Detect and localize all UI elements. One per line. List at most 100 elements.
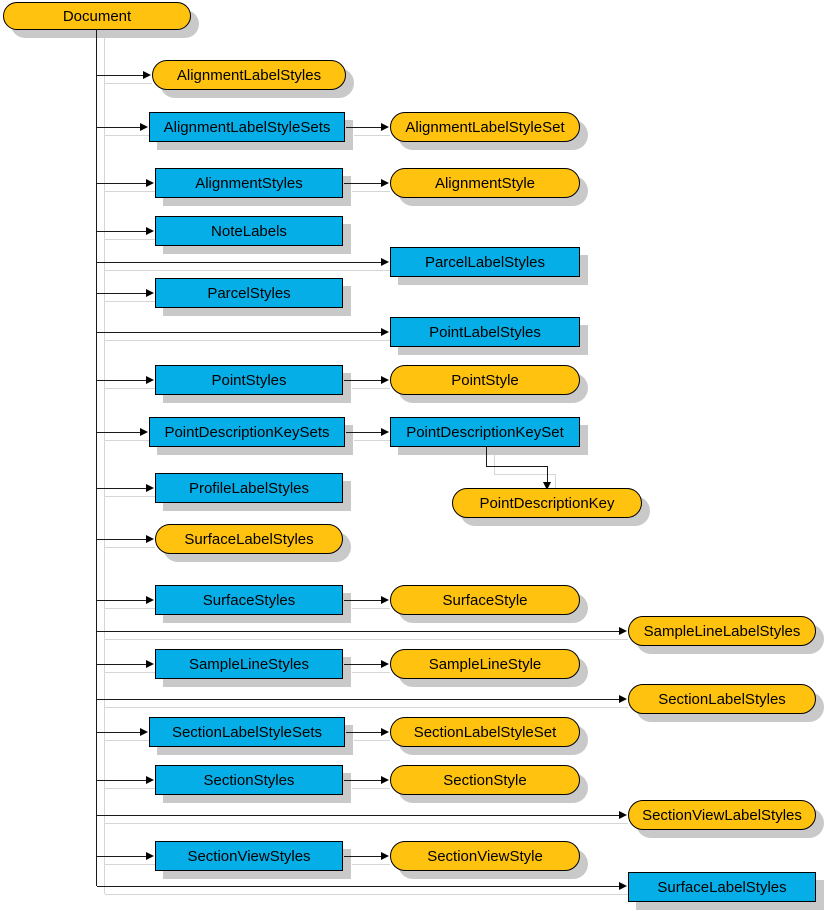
edge-line [547,466,548,483]
arrowhead-icon [381,258,389,266]
node-surfacestyles[interactable]: SurfaceStyles [155,585,343,615]
edge-line [97,539,147,540]
arrowhead-icon [619,882,627,890]
node-samplelinestyles[interactable]: SampleLineStyles [155,649,343,679]
edge-line-ghost [105,894,628,895]
arrowhead-icon [381,428,389,436]
node-sectionviewstyle[interactable]: SectionViewStyle [390,841,580,871]
arrowhead-icon [381,596,389,604]
arrowhead-icon [381,179,389,187]
node-sectionstyle[interactable]: SectionStyle [390,765,580,795]
node-pointdescriptionkey[interactable]: PointDescriptionKey [452,488,642,518]
edge-line-ghost [354,440,390,441]
node-label: AlignmentStyles [195,174,303,192]
edge-line [344,856,382,857]
node-label: SampleLineLabelStyles [643,622,801,640]
edge-line-ghost [105,639,628,640]
node-label: AlignmentLabelStyles [176,66,322,84]
edge-line [97,815,620,816]
node-notelabels[interactable]: NoteLabels [155,216,343,246]
edge-line [97,664,147,665]
edge-line [97,75,144,76]
node-parcelstyles[interactable]: ParcelStyles [155,278,343,308]
node-sectionviewlabelstyles[interactable]: SectionViewLabelStyles [628,800,816,830]
arrowhead-icon [146,535,154,543]
node-pointstyle[interactable]: PointStyle [390,365,580,395]
edge-line [97,780,147,781]
arrowhead-icon [146,660,154,668]
node-alignmentlabelstylesets[interactable]: AlignmentLabelStyleSets [149,112,345,142]
edge-line [344,183,382,184]
arrowhead-icon [146,289,154,297]
edge-line-ghost [555,474,556,488]
node-alignmentlabelstyleset[interactable]: AlignmentLabelStyleSet [390,112,580,142]
arrowhead-icon [619,811,627,819]
node-document[interactable]: Document [3,2,191,30]
node-label: NoteLabels [211,222,287,240]
edge-line-ghost [105,340,390,341]
edge-line [97,127,141,128]
node-parcellabelstyles[interactable]: ParcelLabelStyles [390,247,580,277]
edge-line [97,293,147,294]
node-pointdescriptionkeyset[interactable]: PointDescriptionKeySet [390,417,580,447]
node-samplelinestyle[interactable]: SampleLineStyle [390,649,580,679]
edge-line-ghost [105,707,628,708]
node-alignmentstyles[interactable]: AlignmentStyles [155,168,343,198]
edge-line [97,262,382,263]
node-surfacelabelstyles-right[interactable]: SurfaceLabelStyles [628,872,816,902]
edge-line [344,600,382,601]
edge-line [97,886,620,887]
node-label: SectionLabelStyles [658,690,786,708]
node-label: SampleLineStyle [428,655,542,673]
node-sectionlabelstyleset[interactable]: SectionLabelStyleSet [390,717,580,747]
node-label: ParcelLabelStyles [424,253,546,271]
edge-line [346,732,382,733]
node-label: ParcelStyles [207,284,291,302]
arrowhead-icon [146,376,154,384]
node-sectionlabelstylesets[interactable]: SectionLabelStyleSets [149,717,345,747]
node-label: PointDescriptionKeySet [406,423,564,441]
node-sectionlabelstyles[interactable]: SectionLabelStyles [628,684,816,714]
node-label: SectionStyle [443,771,527,789]
arrowhead-icon [619,695,627,703]
edge-line-ghost [352,608,390,609]
node-pointlabelstyles[interactable]: PointLabelStyles [390,317,580,347]
edge-line [97,183,147,184]
trunk-line [96,30,97,886]
edge-line-ghost [105,270,390,271]
node-pointstyles[interactable]: PointStyles [155,365,343,395]
edge-line-ghost [105,496,155,497]
node-label: SectionLabelStyleSet [413,723,557,741]
edge-line [97,432,141,433]
arrowhead-icon [381,123,389,131]
edge-line-ghost [105,788,155,789]
edge-line-ghost [105,440,149,441]
node-label: PointDescriptionKeySets [164,423,330,441]
node-label: AlignmentStyle [434,174,536,192]
node-label: SurfaceStyle [442,591,528,609]
edge-line-ghost [105,823,628,824]
node-label: PointStyle [451,371,519,389]
node-sectionstyles[interactable]: SectionStyles [155,765,343,795]
node-pointdescriptionkeysets[interactable]: PointDescriptionKeySets [149,417,345,447]
edge-line-ghost [105,547,155,548]
edge-line [97,631,620,632]
node-alignmentstyle[interactable]: AlignmentStyle [390,168,580,198]
node-profilelabelstyles[interactable]: ProfileLabelStyles [155,473,343,503]
node-label: SectionStyles [203,771,295,789]
node-sectionviewstyles[interactable]: SectionViewStyles [155,841,343,871]
edge-line-ghost [354,135,390,136]
edge-line-ghost [352,388,390,389]
node-alignmentlabelstyles[interactable]: AlignmentLabelStyles [152,60,346,90]
arrowhead-icon [146,227,154,235]
node-samplelinelabelstyles[interactable]: SampleLineLabelStyles [628,616,816,646]
edge-line [97,699,620,700]
edge-line-ghost [352,788,390,789]
edge-line [486,447,487,467]
node-surfacelabelstyles-left[interactable]: SurfaceLabelStyles [155,524,343,554]
edge-line-ghost [105,608,155,609]
node-surfacestyle[interactable]: SurfaceStyle [390,585,580,615]
node-label: PointStyles [211,371,287,389]
edge-line [346,127,382,128]
